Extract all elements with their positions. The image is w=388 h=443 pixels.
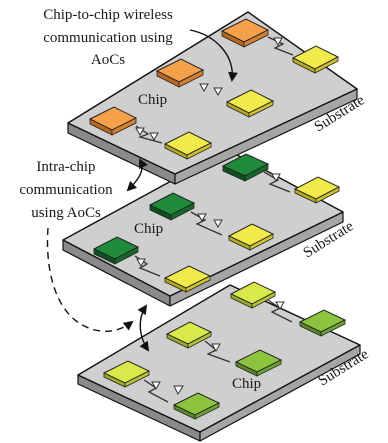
wireless-label-line2: communication using — [43, 30, 173, 46]
chip — [220, 18, 270, 48]
antenna-icon — [213, 219, 223, 229]
intra-label-line3: using AoCs — [31, 205, 101, 221]
intra-label-line1: Intra-chip — [36, 159, 95, 175]
antenna-icon — [273, 37, 283, 47]
wireless-label-line1: Chip-to-chip wireless — [43, 7, 173, 23]
chip — [298, 309, 347, 337]
substrate-layer-top — [67, 11, 358, 185]
antenna-icon — [197, 213, 207, 223]
chip — [225, 89, 275, 118]
chip — [92, 236, 140, 265]
intra-label-line2: communication — [19, 182, 113, 198]
chip — [148, 192, 196, 221]
wireless-arrow — [189, 29, 238, 82]
interlayer-arrow-top — [126, 158, 148, 192]
antenna-icon — [136, 258, 146, 268]
antenna-icon — [271, 173, 281, 183]
interlayer-arrow-bottom — [137, 304, 150, 352]
chip-label-middle: Chip — [134, 221, 163, 237]
chip — [88, 106, 138, 136]
antenna-icon — [149, 132, 159, 142]
antenna-icon — [173, 385, 184, 396]
chip — [221, 153, 270, 182]
antenna-icon — [211, 343, 221, 353]
chip — [293, 176, 341, 204]
chip — [163, 265, 212, 293]
antenna-icon — [213, 87, 223, 97]
chip — [291, 45, 340, 74]
intra-chip-dashed-arrow — [46, 227, 134, 332]
chip — [172, 392, 221, 420]
chip — [234, 349, 283, 377]
antenna-icon — [275, 301, 285, 311]
chip — [165, 321, 213, 349]
chip — [102, 360, 151, 388]
chip-label-top: Chip — [138, 92, 167, 108]
antenna-icon — [199, 83, 209, 93]
wireless-label-line3: AoCs — [91, 52, 125, 68]
chip — [155, 58, 205, 88]
antenna-icon — [135, 127, 145, 137]
substrate-layer-bottom — [77, 281, 361, 442]
chip-label-bottom: Chip — [232, 376, 261, 392]
chip — [229, 281, 277, 309]
antenna-icon — [151, 381, 161, 391]
chip — [163, 131, 213, 160]
chip — [227, 223, 275, 251]
substrate-layer-middle — [62, 149, 344, 307]
